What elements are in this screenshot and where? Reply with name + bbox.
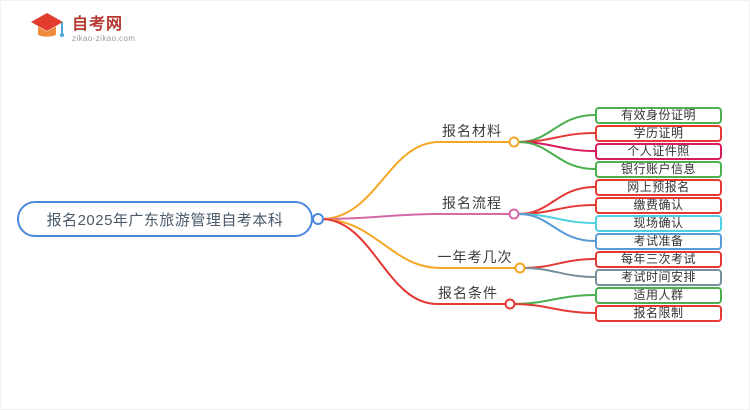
edge-root-frequency bbox=[322, 218, 517, 269]
root-junction-dot bbox=[312, 213, 324, 225]
leaf-exam-preparation: 考试准备 bbox=[595, 233, 722, 250]
root-node: 报名2025年广东旅游管理自考本科 bbox=[17, 201, 313, 237]
leaf-bank-account: 银行账户信息 bbox=[595, 161, 722, 178]
edge-materials-2 bbox=[518, 132, 596, 143]
leaf-target-audience: 适用人群 bbox=[595, 287, 722, 304]
edge-conditions-2 bbox=[513, 303, 596, 314]
process-junction-dot bbox=[508, 208, 520, 220]
logo-subtitle: zikao-zikao.com bbox=[72, 34, 136, 44]
branch-process: 报名流程 bbox=[442, 195, 502, 211]
logo-title: 自考网 bbox=[72, 15, 124, 33]
branch-materials: 报名材料 bbox=[442, 123, 502, 139]
leaf-valid-id: 有效身份证明 bbox=[595, 107, 722, 124]
edge-frequency-2 bbox=[523, 267, 596, 278]
edge-frequency-1 bbox=[523, 258, 596, 269]
leaf-onsite-confirmation: 现场确认 bbox=[595, 215, 722, 232]
edge-materials-4 bbox=[518, 141, 596, 170]
site-logo[interactable]: 自考网 zikao-zikao.com bbox=[29, 11, 135, 48]
leaf-three-exams-per-year: 每年三次考试 bbox=[595, 251, 722, 268]
branch-frequency: 一年考几次 bbox=[437, 249, 513, 265]
leaf-registration-restrictions: 报名限制 bbox=[595, 305, 722, 322]
edge-root-materials bbox=[322, 141, 511, 220]
edge-conditions-1 bbox=[513, 294, 596, 305]
leaf-online-preregistration: 网上预报名 bbox=[595, 179, 722, 196]
edge-process-4 bbox=[518, 213, 596, 242]
branch-conditions: 报名条件 bbox=[438, 285, 498, 301]
leaf-id-photo: 个人证件照 bbox=[595, 143, 722, 160]
frequency-junction-dot bbox=[514, 262, 526, 274]
edge-root-conditions bbox=[322, 218, 507, 305]
leaf-payment-confirmation: 缴费确认 bbox=[595, 197, 722, 214]
conditions-junction-dot bbox=[504, 298, 516, 310]
edge-root-process bbox=[322, 213, 511, 220]
graduation-cap-icon bbox=[29, 11, 65, 48]
materials-junction-dot bbox=[508, 136, 520, 148]
leaf-education-proof: 学历证明 bbox=[595, 125, 722, 142]
edge-process-2 bbox=[518, 204, 596, 215]
leaf-exam-schedule: 考试时间安排 bbox=[595, 269, 722, 286]
